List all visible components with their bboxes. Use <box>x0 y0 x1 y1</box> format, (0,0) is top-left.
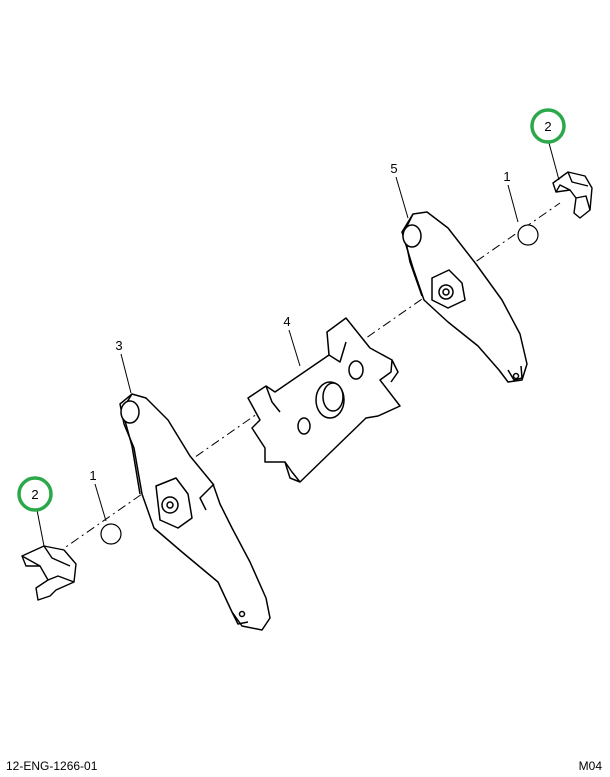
callout-clip-upper[interactable]: 2 <box>544 119 551 134</box>
clip-upper <box>552 171 593 219</box>
callout-ball-upper[interactable]: 1 <box>503 169 510 184</box>
leader-lines <box>36 142 560 547</box>
highlight-ring-upper <box>530 108 566 144</box>
arm-lower <box>119 393 271 631</box>
sheet-code: M04 <box>578 759 602 773</box>
callout-arm-lower[interactable]: 3 <box>115 338 122 353</box>
cam-plate <box>247 317 401 483</box>
arm-upper <box>401 211 528 383</box>
highlight-ring-lower <box>17 476 53 512</box>
clip-lower <box>21 545 77 601</box>
ball-upper <box>517 224 539 246</box>
drawing-number: 12-ENG-1266-01 <box>6 759 98 773</box>
ball-lower <box>100 523 122 545</box>
callout-clip-lower[interactable]: 2 <box>31 487 38 502</box>
callout-cam-plate[interactable]: 4 <box>283 314 290 329</box>
callout-arm-upper[interactable]: 5 <box>390 161 397 176</box>
callout-ball-lower[interactable]: 1 <box>89 468 96 483</box>
